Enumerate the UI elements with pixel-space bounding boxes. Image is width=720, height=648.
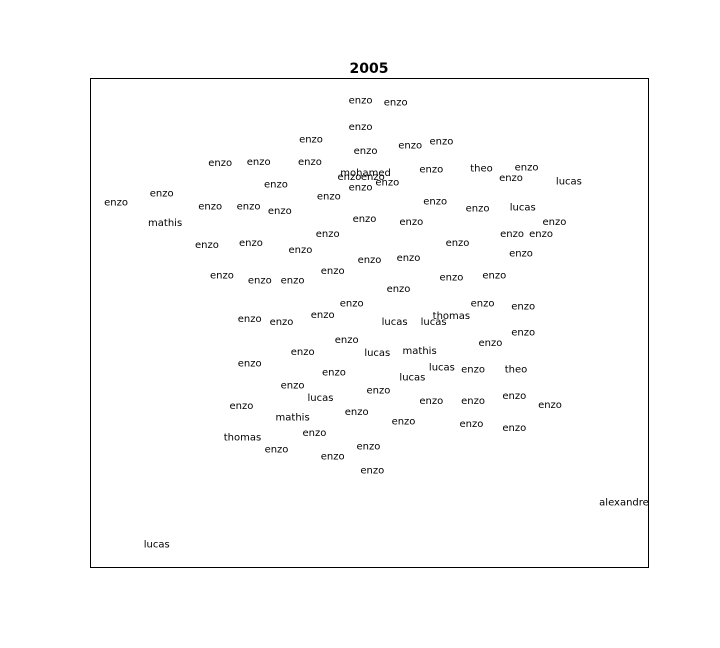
- point-label: enzo: [210, 271, 234, 282]
- point-label: enzo: [198, 201, 222, 212]
- point-label: mathis: [148, 218, 182, 229]
- point-label: enzo: [502, 391, 526, 402]
- point-label: enzo: [366, 385, 390, 396]
- point-label: enzo: [419, 396, 443, 407]
- point-label: enzo: [423, 197, 447, 208]
- point-label: enzo: [542, 217, 566, 228]
- point-label: enzo: [353, 214, 377, 225]
- point-label: enzo: [248, 276, 272, 287]
- point-label: enzo: [356, 442, 380, 453]
- point-label: enzo: [398, 140, 422, 151]
- point-label: enzo: [397, 253, 421, 264]
- point-label: enzo: [247, 157, 271, 168]
- point-label: enzo: [358, 255, 382, 266]
- point-label: enzo: [478, 338, 502, 349]
- point-label: lucas: [429, 362, 455, 373]
- point-label: enzo: [268, 206, 292, 217]
- point-label: enzo: [482, 271, 506, 282]
- point-label: enzo: [515, 162, 539, 173]
- point-label: enzo: [104, 198, 128, 209]
- chart-title: 2005: [350, 61, 389, 77]
- point-label: enzo: [375, 177, 399, 188]
- point-label: enzo: [281, 381, 305, 392]
- point-label: enzo: [500, 229, 524, 240]
- point-label: enzo: [317, 192, 341, 203]
- point-label: enzo: [349, 122, 373, 133]
- point-label: enzo: [360, 465, 384, 476]
- point-label: enzo: [237, 201, 261, 212]
- point-label: enzo: [509, 249, 533, 260]
- point-label: enzo: [384, 97, 408, 108]
- point-label: thomas: [433, 311, 470, 322]
- point-label: enzo: [298, 157, 322, 168]
- point-label: thomas: [224, 433, 261, 444]
- point-label: lucas: [556, 177, 582, 188]
- point-label: enzo: [459, 419, 483, 430]
- point-label: enzo: [322, 367, 346, 378]
- point-label: enzo: [349, 96, 373, 107]
- point-label: enzo: [281, 276, 305, 287]
- point-label: mathis: [276, 413, 310, 424]
- point-label: enzo: [529, 229, 553, 240]
- point-label: enzo: [361, 172, 385, 183]
- point-label: enzo: [471, 299, 495, 310]
- point-label: enzo: [321, 266, 345, 277]
- point-label: enzo: [238, 359, 262, 370]
- point-label: enzo: [354, 146, 378, 157]
- point-label: enzo: [321, 452, 345, 463]
- point-label: lucas: [399, 373, 425, 384]
- point-label: enzo: [387, 284, 411, 295]
- point-label: enzo: [340, 299, 364, 310]
- point-label: enzo: [511, 328, 535, 339]
- point-label: enzo: [499, 173, 523, 184]
- plot-area-frame: [90, 78, 649, 568]
- point-label: enzo: [502, 423, 526, 434]
- point-label: theo: [470, 163, 493, 174]
- point-label: lucas: [382, 317, 408, 328]
- point-label: enzo: [511, 301, 535, 312]
- point-label: enzo: [299, 135, 323, 146]
- point-labels-layer: enzo enzo enzo enzo enzo enzo enzo enzo enzo enzo…: [104, 96, 649, 551]
- point-label: enzo: [270, 317, 294, 328]
- point-label: enzo: [302, 428, 326, 439]
- point-label: enzo: [461, 396, 485, 407]
- point-label: enzo: [150, 189, 174, 200]
- point-label: theo: [505, 364, 528, 375]
- point-label: enzo: [265, 444, 289, 455]
- point-label: enzo: [208, 158, 232, 169]
- point-label: enzo: [264, 179, 288, 190]
- point-label: enzo: [461, 364, 485, 375]
- point-label: enzo: [229, 401, 253, 412]
- point-label: lucas: [364, 348, 390, 359]
- point-label: enzo: [538, 400, 562, 411]
- point-label: mohamed: [340, 168, 391, 179]
- point-label: enzo: [291, 347, 315, 358]
- point-label: enzo: [195, 240, 219, 251]
- point-label: enzo: [419, 164, 443, 175]
- point-label: enzo: [288, 245, 312, 256]
- point-label: enzo: [238, 314, 262, 325]
- point-label: enzo: [349, 182, 373, 193]
- point-label: enzo: [239, 238, 263, 249]
- point-label: lucas: [510, 202, 536, 213]
- point-label: enzo: [446, 238, 470, 249]
- point-label: lucas: [308, 393, 334, 404]
- point-label: lucas: [144, 540, 170, 551]
- point-label: enzo: [345, 407, 369, 418]
- point-label: enzo: [337, 172, 361, 183]
- point-label: enzo: [466, 203, 490, 214]
- point-label: mathis: [403, 346, 437, 357]
- point-label: enzo: [311, 310, 335, 321]
- point-label: enzo: [399, 217, 423, 228]
- point-label: alexandre: [599, 498, 649, 509]
- point-label: enzo: [392, 417, 416, 428]
- point-label: enzo: [429, 137, 453, 148]
- point-label: enzo: [316, 229, 340, 240]
- point-label: enzo: [335, 335, 359, 346]
- point-label: enzo: [439, 273, 463, 284]
- point-label: lucas: [421, 317, 447, 328]
